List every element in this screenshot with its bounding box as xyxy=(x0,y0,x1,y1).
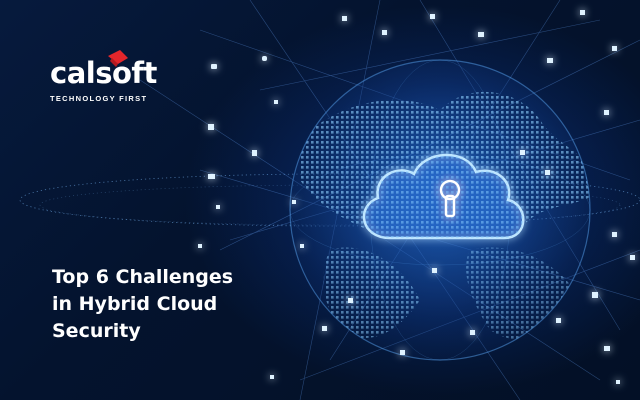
logo-tagline: TECHNOLOGY FIRST xyxy=(50,94,148,103)
cloud-icon xyxy=(211,64,217,69)
server-icon xyxy=(252,150,257,156)
laptop-icon xyxy=(208,174,215,179)
chart-icon xyxy=(342,16,347,21)
headline-line-3: Security xyxy=(52,320,141,342)
headline: Top 6 Challenges in Hybrid Cloud Securit… xyxy=(52,264,272,345)
headline-line-1: Top 6 Challenges xyxy=(52,266,234,288)
user-icon xyxy=(262,56,267,61)
logo-wordmark: calsoft xyxy=(50,56,157,90)
network-nodes xyxy=(198,10,635,384)
lock-icon xyxy=(430,14,435,19)
document-icon xyxy=(208,124,214,130)
settings-icon xyxy=(382,30,387,35)
logo-mark-icon xyxy=(108,50,128,67)
cloud-lock-icon xyxy=(362,153,525,240)
headline-line-2: in Hybrid Cloud xyxy=(52,293,218,315)
